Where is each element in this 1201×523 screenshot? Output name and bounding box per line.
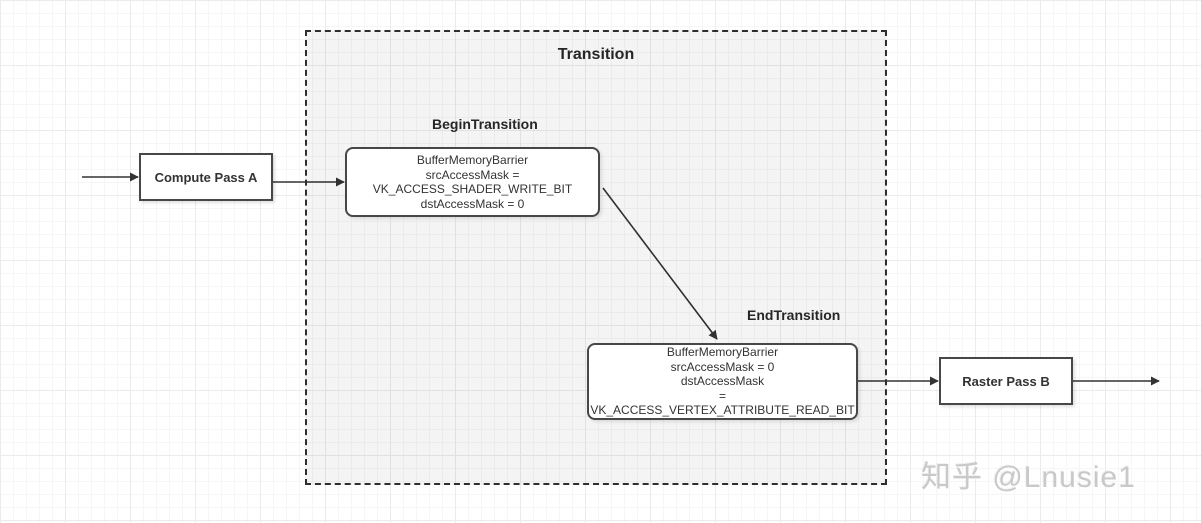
barrier-text-line: dstAccessMask = 0: [420, 196, 525, 211]
barrier-text-line: BufferMemoryBarrier: [666, 345, 779, 360]
raster-pass-b-label: Raster Pass B: [962, 373, 1050, 389]
begin-transition-barrier-node[interactable]: BufferMemoryBarrier srcAccessMask = VK_A…: [345, 147, 600, 217]
begin-transition-label: BeginTransition: [432, 116, 538, 132]
barrier-text-line: srcAccessMask =: [425, 167, 520, 182]
zhihu-watermark: 知乎 @Lnusie1: [921, 461, 1136, 494]
end-transition-label: EndTransition: [747, 307, 841, 323]
compute-pass-a-node[interactable]: Compute Pass A: [139, 153, 273, 201]
compute-pass-a-label: Compute Pass A: [154, 169, 258, 185]
transition-group-title: Transition: [557, 46, 635, 63]
barrier-text-line: dstAccessMask: [680, 374, 765, 389]
raster-pass-b-node[interactable]: Raster Pass B: [939, 357, 1073, 405]
end-transition-barrier-node[interactable]: BufferMemoryBarrier srcAccessMask = 0 ds…: [587, 343, 858, 420]
barrier-text-line: BufferMemoryBarrier: [416, 153, 529, 167]
barrier-text-line: srcAccessMask = 0: [670, 359, 775, 374]
barrier-text-line: = VK_ACCESS_VERTEX_ATTRIBUTE_READ_BIT: [590, 388, 855, 418]
barrier-text-line: VK_ACCESS_SHADER_WRITE_BIT: [372, 182, 573, 196]
